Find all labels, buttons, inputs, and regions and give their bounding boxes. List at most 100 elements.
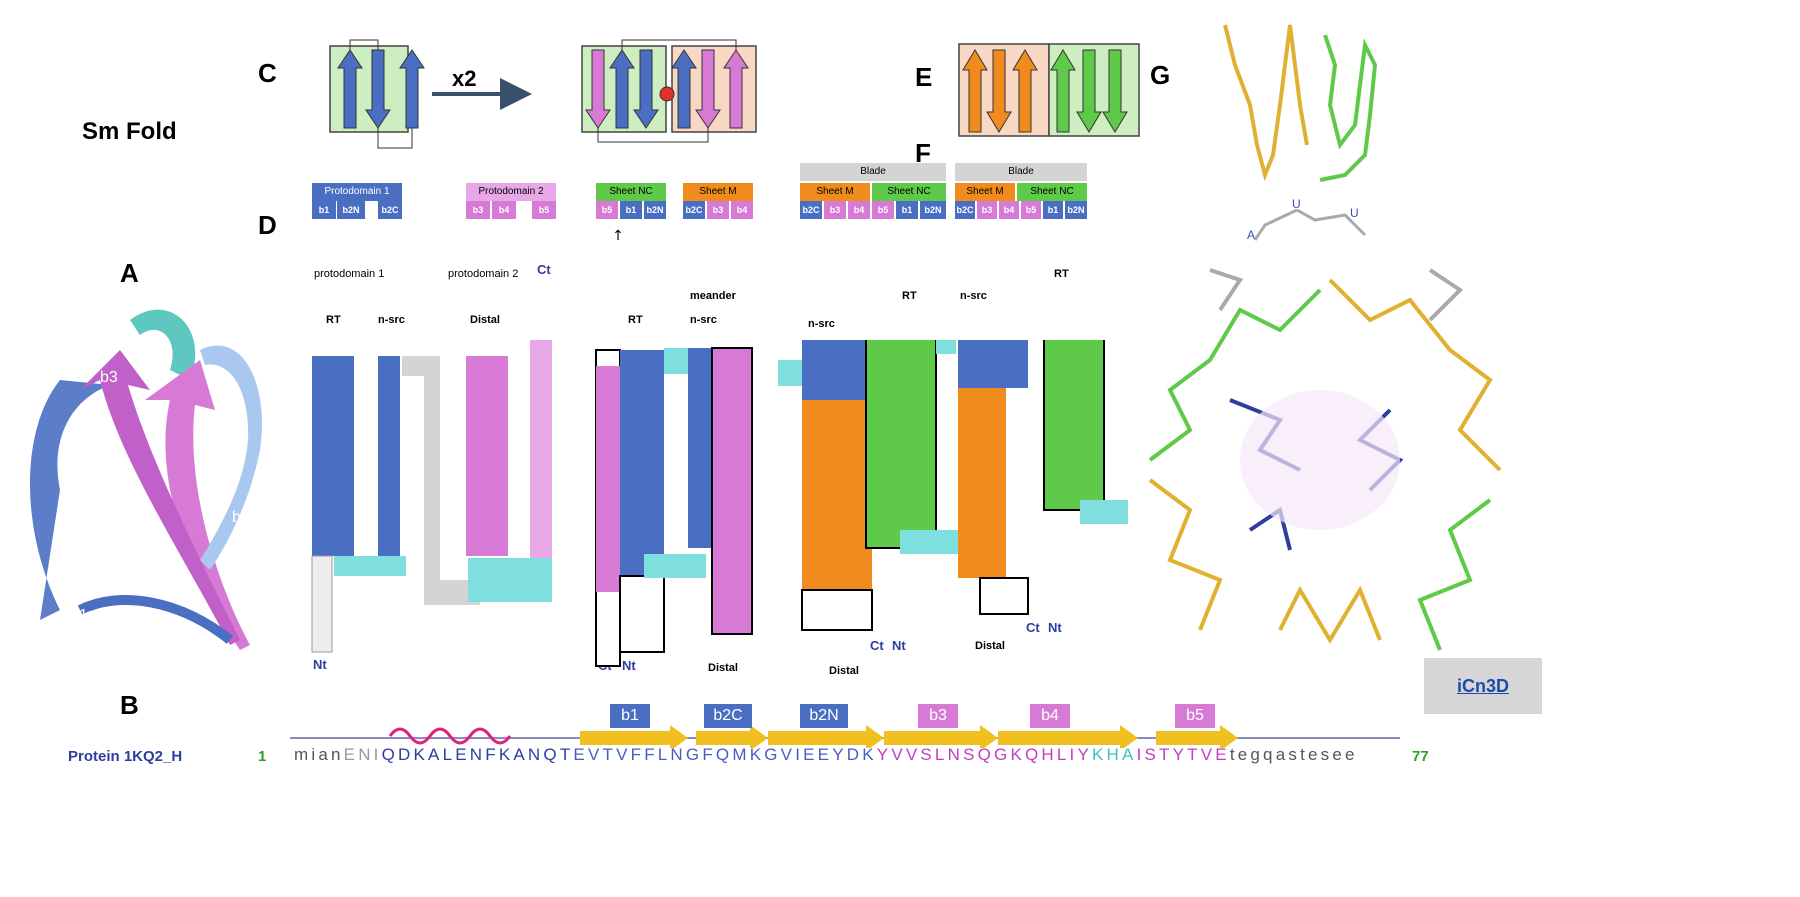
blade2-sub-0: b2C: [955, 201, 975, 219]
panel-label-f: F: [915, 138, 931, 168]
seq-seg: YVVSLNSQ: [876, 745, 995, 764]
blade1-sub-2: b4: [848, 201, 870, 219]
sm-fold-title: Sm Fold: [82, 118, 177, 145]
ss-label-b5: b5: [1175, 704, 1215, 728]
protodomain2-label: protodomain 2: [448, 268, 519, 280]
ct-label-3: Ct: [870, 638, 884, 653]
sub-b2n: b2N: [337, 201, 365, 219]
label-b3: b3: [100, 369, 118, 386]
panel-g-heptamer: [1148, 268, 1502, 651]
panel-a-cartoon: b3 b5 b2C b2N b4 b1: [4, 309, 262, 650]
ss-label-b1: b1: [610, 704, 650, 728]
seq-seg: GVIEEYDK: [764, 745, 877, 764]
label-b2n: b2N: [232, 509, 261, 526]
sub-snc-b5: b5: [596, 201, 618, 219]
ss-label-b2n: b2N: [800, 704, 848, 728]
sub-sm-b2c: b2C: [683, 201, 705, 219]
label-b5: b5: [68, 485, 86, 502]
blade1-sub-5: b2N: [920, 201, 946, 219]
protodomain1-label: protodomain 1: [314, 268, 385, 280]
seq-seg: QDKALENFKANQT: [381, 745, 574, 764]
sub-b2c: b2C: [378, 201, 402, 219]
strand-direction-arrows: ↑: [612, 228, 624, 244]
panel-label-a: A: [120, 258, 139, 288]
seq-seg: ENI: [343, 745, 382, 764]
rt-label-2: RT: [628, 314, 643, 326]
blade1-sub-0: b2C: [800, 201, 822, 219]
label-b4: b4: [236, 567, 254, 584]
panel-c-topology: x2: [329, 39, 757, 149]
header-protodomain-2: Protodomain 2: [466, 183, 556, 201]
nt-label-2: Nt: [622, 658, 636, 673]
rt-label-1: RT: [326, 314, 341, 326]
blade2-sub-3: b5: [1021, 201, 1041, 219]
nt-label-3: Nt: [892, 638, 906, 653]
header-blade-2: Blade: [955, 163, 1087, 181]
protein-name: Protein 1KQ2_H: [68, 748, 183, 765]
rna-u2: U: [1350, 206, 1359, 220]
nsrc-label-3: n-src: [808, 318, 835, 330]
distal-label-2: Distal: [708, 662, 738, 674]
blade2-sub-1: b3: [977, 201, 997, 219]
blade2-sub-4: b1: [1043, 201, 1063, 219]
header-blade2-sheet-nc: Sheet NC: [1017, 183, 1087, 201]
icn3d-link[interactable]: iCn3D: [1424, 658, 1542, 714]
blade2-sub-2: b4: [999, 201, 1019, 219]
panel-label-d: D: [258, 210, 277, 240]
panel-e-blade: [958, 43, 1140, 137]
distal-label-4: Distal: [975, 640, 1005, 652]
nsrc-label-4: n-src: [960, 290, 987, 302]
sequence-row: mianENIQDKALENFKANQTEVTVFFLNGFQMKGVIEEYD…: [294, 745, 1358, 765]
seq-seg: mian: [294, 745, 344, 764]
seq-seg: KHA: [1092, 745, 1137, 764]
header-blade1-sheet-m: Sheet M: [800, 183, 870, 201]
seq-seg: ISTYTVE: [1136, 745, 1230, 764]
panel-label-c: C: [258, 58, 277, 88]
rt-label-4: RT: [1054, 268, 1069, 280]
header-protodomain-1: Protodomain 1: [312, 183, 402, 201]
seq-start: 1: [258, 748, 267, 765]
meander-label: meander: [690, 290, 736, 302]
panel-label-e: E: [915, 62, 933, 92]
nsrc-label-2: n-src: [690, 314, 717, 326]
nt-label-4: Nt: [1048, 620, 1062, 635]
sub-snc-b2n: b2N: [644, 201, 666, 219]
label-b1: b1: [70, 607, 88, 624]
rna-u1: U: [1292, 197, 1301, 211]
header-blade2-sheet-m: Sheet M: [955, 183, 1015, 201]
x2-label: x2: [452, 66, 476, 91]
sub-b4: b4: [492, 201, 516, 219]
header-blade-1: Blade: [800, 163, 946, 181]
rt-label-3: RT: [902, 290, 917, 302]
blade2-sub-5: b2N: [1065, 201, 1087, 219]
panel-label-g: G: [1150, 60, 1171, 90]
sub-b5: b5: [532, 201, 556, 219]
header-sheet-nc: Sheet NC: [596, 183, 666, 201]
sub-sm-b3: b3: [707, 201, 729, 219]
nsrc-label-1: n-src: [378, 314, 405, 326]
panel-d-strand-grids: [311, 340, 1128, 667]
ss-label-b4: b4: [1030, 704, 1070, 728]
seq-seg: tegqastesee: [1229, 745, 1358, 764]
panel-label-b: B: [120, 690, 139, 720]
ct-label-4: Ct: [1026, 620, 1040, 635]
distal-label-1: Distal: [470, 314, 500, 326]
header-blade1-sheet-nc: Sheet NC: [872, 183, 946, 201]
panel-g-backbone-trace: A U U: [1223, 24, 1378, 242]
seq-end: 77: [1412, 748, 1429, 765]
distal-label-3: Distal: [829, 665, 859, 677]
blade1-sub-4: b1: [896, 201, 918, 219]
ss-label-b3: b3: [918, 704, 958, 728]
seq-seg: GKQHLIY: [994, 745, 1093, 764]
sub-b1: b1: [312, 201, 336, 219]
rna-a: A: [1247, 228, 1255, 242]
blade1-sub-1: b3: [824, 201, 846, 219]
sub-b3: b3: [466, 201, 490, 219]
ct-label-1: Ct: [537, 262, 551, 277]
ss-track: [290, 725, 1400, 748]
seq-seg: EVTVFFLNGFQMK: [573, 745, 765, 764]
dir-arrow: ↑: [612, 228, 624, 244]
blade1-sub-3: b5: [872, 201, 894, 219]
header-sheet-m: Sheet M: [683, 183, 753, 201]
sub-sm-b4: b4: [731, 201, 753, 219]
